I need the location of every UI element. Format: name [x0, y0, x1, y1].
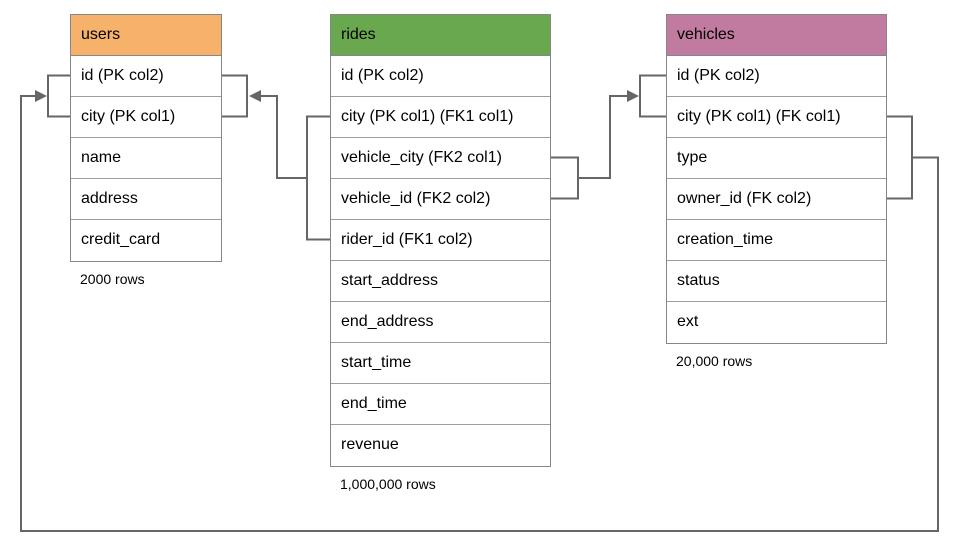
table-users-column: credit_card — [71, 220, 221, 261]
table-rides-title: rides — [331, 15, 550, 56]
table-users-column: name — [71, 138, 221, 179]
table-vehicles-title: vehicles — [667, 15, 886, 56]
table-rides-column: vehicle_id (FK2 col2) — [331, 179, 550, 220]
table-vehicles-column: city (PK col1) (FK col1) — [667, 97, 886, 138]
table-rides-column: start_address — [331, 261, 550, 302]
users-left-pk-bracket — [47, 74, 70, 118]
table-users: users id (PK col2) city (PK col1) name a… — [70, 14, 222, 287]
table-rides-column: vehicle_city (FK2 col1) — [331, 138, 550, 179]
table-rides: rides id (PK col2) city (PK col1) (FK1 c… — [330, 14, 551, 492]
table-vehicles-column: id (PK col2) — [667, 56, 886, 97]
arrowhead-into-vehicles-left — [627, 90, 639, 102]
table-rides-row-count: 1,000,000 rows — [340, 476, 436, 492]
table-rides-column: end_address — [331, 302, 550, 343]
table-vehicles: vehicles id (PK col2) city (PK col1) (FK… — [666, 14, 887, 369]
table-users-column: address — [71, 179, 221, 220]
table-vehicles-column: ext — [667, 302, 886, 343]
table-users-row-count: 2000 rows — [80, 271, 145, 287]
table-vehicles-column: type — [667, 138, 886, 179]
vehicles-right-fk-bracket — [887, 115, 913, 200]
table-rides-box: rides id (PK col2) city (PK col1) (FK1 c… — [330, 14, 551, 467]
rides-left-fk1-bracket — [306, 115, 330, 241]
arrowhead-into-users-right — [249, 90, 261, 102]
table-rides-column: end_time — [331, 384, 550, 425]
table-vehicles-row-count: 20,000 rows — [676, 353, 753, 369]
vehicles-to-users-line — [20, 95, 939, 532]
table-rides-column: start_time — [331, 343, 550, 384]
table-rides-column: rider_id (FK1 col2) — [331, 220, 550, 261]
table-users-column: id (PK col2) — [71, 56, 221, 97]
table-vehicles-column: creation_time — [667, 220, 886, 261]
table-rides-column: id (PK col2) — [331, 56, 550, 97]
table-vehicles-box: vehicles id (PK col2) city (PK col1) (FK… — [666, 14, 887, 344]
arrowhead-into-users-left — [35, 90, 47, 102]
rides-to-users-line — [260, 95, 307, 179]
vehicles-left-pk-bracket — [639, 74, 666, 118]
table-vehicles-column: owner_id (FK col2) — [667, 179, 886, 220]
users-right-pk-bracket — [221, 74, 248, 118]
table-rides-column: city (PK col1) (FK1 col1) — [331, 97, 550, 138]
table-users-box: users id (PK col2) city (PK col1) name a… — [70, 14, 222, 262]
rides-right-fk2-bracket — [551, 156, 579, 200]
table-users-column: city (PK col1) — [71, 97, 221, 138]
table-users-title: users — [71, 15, 221, 56]
table-rides-column: revenue — [331, 425, 550, 466]
table-vehicles-column: status — [667, 261, 886, 302]
rides-to-vehicles-line — [578, 95, 628, 179]
